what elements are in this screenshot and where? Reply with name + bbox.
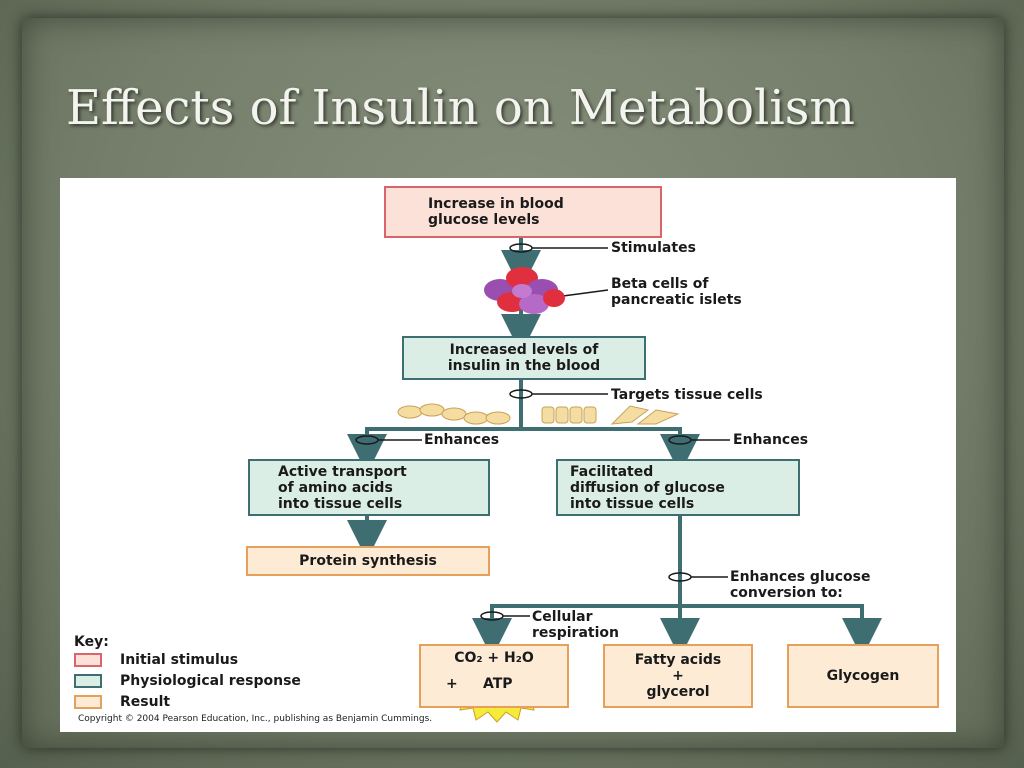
key-swatch-response	[74, 674, 102, 688]
plus-sign-text: +	[446, 676, 458, 692]
box-protein-synthesis: Protein synthesis	[246, 546, 490, 576]
key-item-initial-stimulus: Initial stimulus	[74, 652, 238, 668]
atp-text: ATP	[483, 676, 513, 692]
key-swatch-stimulus	[74, 653, 102, 667]
key-item-physiological-response: Physiological response	[74, 673, 301, 689]
box-increase-blood-glucose: Increase in blood glucose levels	[384, 186, 662, 238]
box-facilitated-diffusion: Facilitated diffusion of glucose into ti…	[556, 459, 800, 516]
box-glycogen: Glycogen	[787, 644, 939, 708]
key-label-result: Result	[120, 694, 171, 710]
co2-h2o-text: CO₂ + H₂O	[454, 650, 534, 666]
key-item-result: Result	[74, 694, 170, 710]
label-enhances-right: Enhances	[733, 432, 809, 448]
label-enhances-left: Enhances	[424, 432, 500, 448]
label-enhances-glucose-conversion: Enhances glucose conversion to:	[730, 569, 871, 601]
box-fatty-acids: Fatty acids + glycerol	[603, 644, 753, 708]
key-label-response: Physiological response	[120, 673, 301, 689]
label-targets-tissue-cells: Targets tissue cells	[611, 387, 763, 403]
diagram-connectors	[347, 238, 882, 723]
key-swatch-result	[74, 695, 102, 709]
copyright-text: Copyright © 2004 Pearson Education, Inc.…	[78, 714, 433, 724]
box-respiration-products: CO₂ + H₂O	[419, 644, 569, 708]
tissue-cells-icon	[397, 403, 680, 425]
insulin-flow-diagram: Increase in blood glucose levels Increas…	[60, 178, 956, 732]
box-increased-insulin: Increased levels of insulin in the blood	[402, 336, 646, 380]
key-title: Key:	[74, 634, 109, 650]
key-label-stimulus: Initial stimulus	[120, 652, 239, 668]
box-active-transport: Active transport of amino acids into tis…	[248, 459, 490, 516]
label-stimulates: Stimulates	[611, 240, 696, 256]
label-beta-cells: Beta cells of pancreatic islets	[611, 276, 742, 308]
beta-cells-icon	[484, 267, 565, 314]
label-cellular-respiration: Cellular respiration	[532, 609, 619, 641]
slide-title: Effects of Insulin on Metabolism	[66, 80, 855, 136]
